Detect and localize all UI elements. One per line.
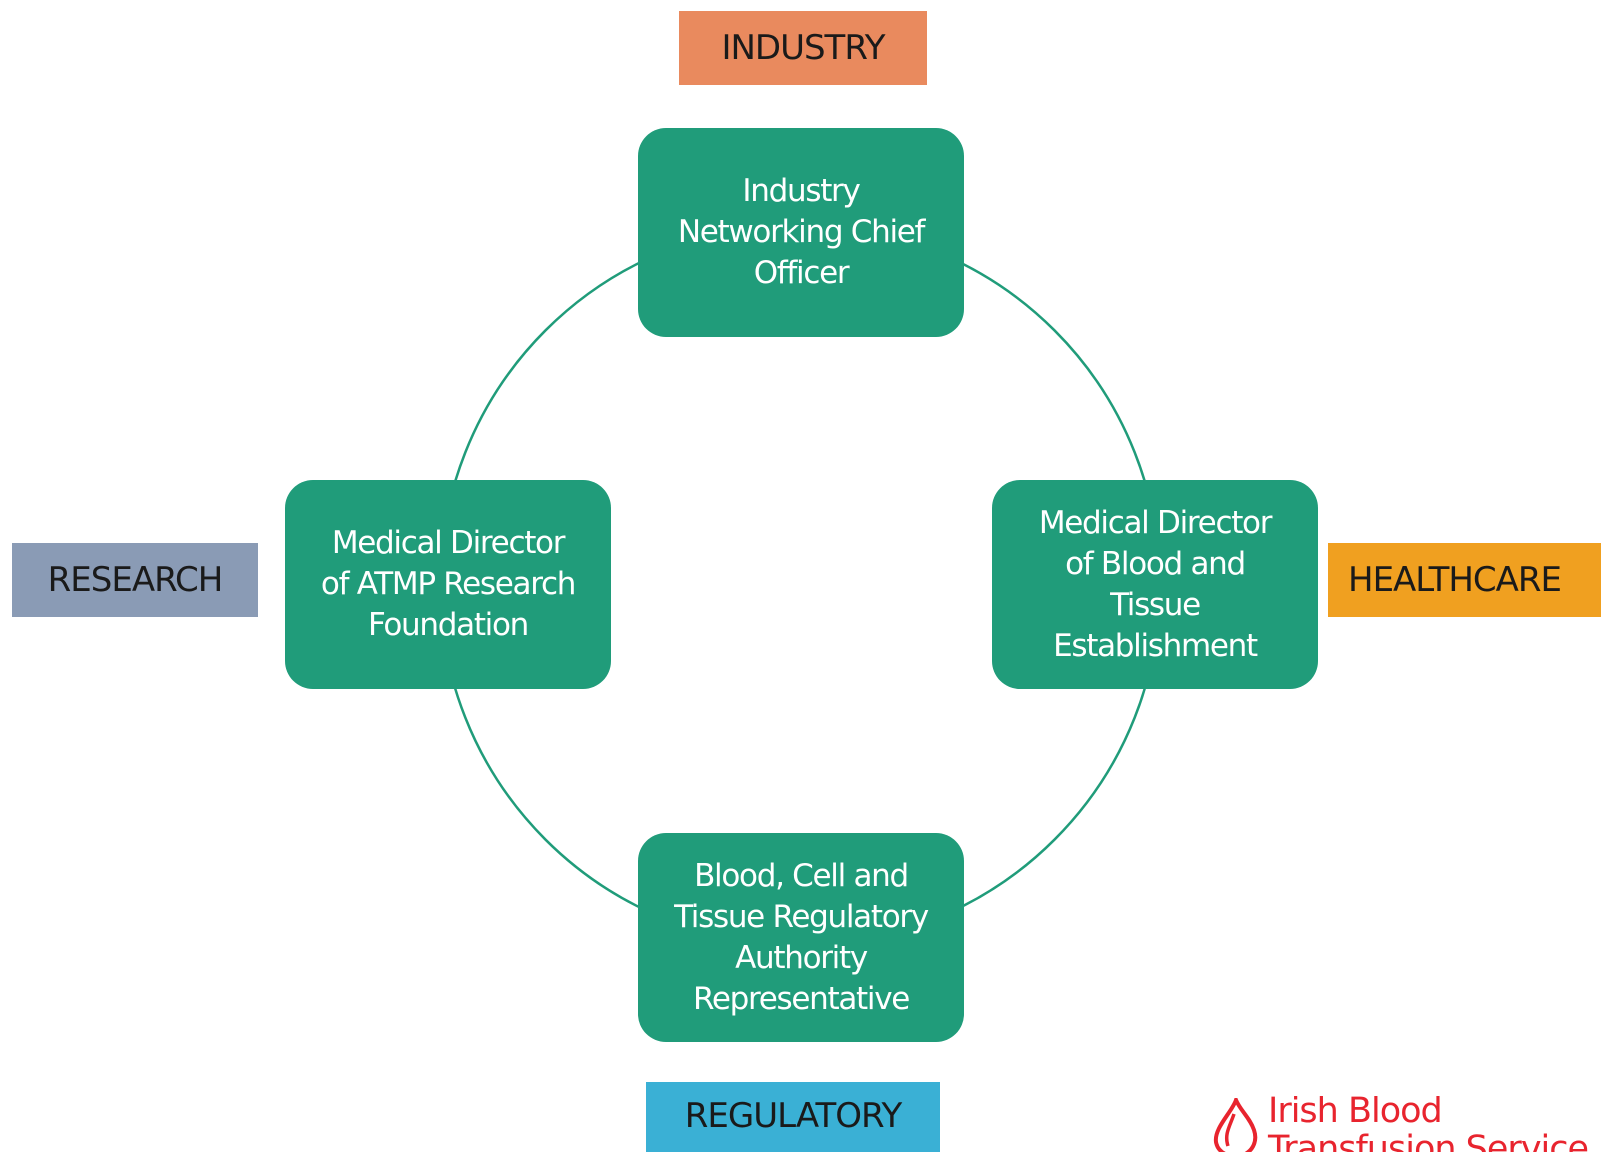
ibts-logo: Irish Blood Transfusion Service (1208, 1096, 1601, 1152)
industry-tag: INDUSTRY (679, 11, 927, 85)
research-tag: RESEARCH (12, 543, 258, 617)
industry-node: Industry Networking Chief Officer (638, 128, 964, 337)
research-tag-label: RESEARCH (47, 560, 224, 600)
blood-drop-icon (1213, 1098, 1258, 1152)
logo-text: Irish Blood Transfusion Service (1268, 1096, 1589, 1152)
regulatory-node: Blood, Cell and Tissue Regulatory Author… (638, 833, 964, 1042)
healthcare-tag-label: HEALTHCARE (1348, 560, 1562, 600)
healthcare-node: Medical Director of Blood and Tissue Est… (992, 480, 1318, 689)
regulatory-node-label: Blood, Cell and Tissue Regulatory Author… (674, 857, 929, 1017)
research-node: Medical Director of ATMP Research Founda… (285, 480, 611, 689)
research-node-label: Medical Director of ATMP Research Founda… (320, 525, 576, 643)
regulatory-tag: REGULATORY (646, 1082, 940, 1152)
healthcare-node-label: Medical Director of Blood and Tissue Est… (1038, 504, 1273, 664)
regulatory-tag-label: REGULATORY (684, 1096, 902, 1136)
industry-node-label: Industry Networking Chief Officer (677, 173, 926, 291)
healthcare-tag: HEALTHCARE (1328, 543, 1601, 617)
industry-tag-label: INDUSTRY (721, 28, 885, 68)
